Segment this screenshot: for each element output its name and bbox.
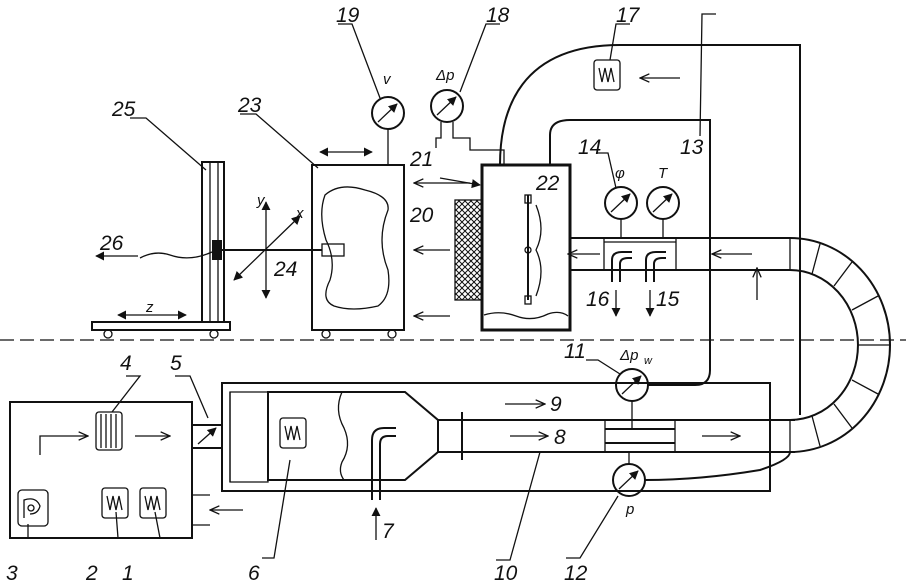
- water-pressure-subscript: w: [644, 355, 653, 367]
- callout-22: 22: [535, 172, 560, 195]
- test-chamber: [414, 163, 572, 332]
- conditioning-unit: [9, 401, 243, 539]
- humidity-symbol: φ: [615, 165, 625, 182]
- water-pressure-gauge: [615, 368, 649, 429]
- cooler-icon: [95, 411, 123, 451]
- velocity-symbol: v: [383, 71, 392, 88]
- fan-icon: [17, 489, 49, 527]
- pressure-symbol: p: [625, 501, 634, 518]
- callout-12: 12: [564, 562, 588, 585]
- stand: [91, 161, 231, 339]
- callout-3: 3: [6, 562, 18, 585]
- callout-20: 20: [409, 204, 434, 227]
- settling-chamber: [221, 382, 771, 540]
- main-duct: [438, 404, 795, 460]
- velocity-gauge: [371, 96, 405, 130]
- callout-13: 13: [680, 136, 704, 159]
- return-bend: [757, 237, 891, 453]
- leader-lines: [27, 13, 716, 561]
- temperature-symbol: T: [658, 165, 669, 182]
- damper-valve: [192, 424, 222, 449]
- callout-24: 24: [273, 258, 297, 281]
- callout-25: 25: [111, 98, 136, 121]
- bypass-pipe-inner: [549, 119, 711, 386]
- axis-z-label: z: [145, 299, 154, 316]
- callout-18: 18: [486, 4, 510, 27]
- upper-duct: [568, 237, 790, 317]
- callout-2: 2: [85, 562, 98, 585]
- heater-icon: [139, 487, 167, 519]
- humidity-gauge: [604, 186, 638, 238]
- heater-icon: [279, 417, 307, 449]
- callout-10: 10: [494, 562, 518, 585]
- pressure-diff-symbol: Δp: [435, 67, 454, 84]
- callout-26: 26: [99, 232, 124, 255]
- heater-icon: [593, 59, 621, 91]
- pressure-gauge: [612, 452, 646, 497]
- pressure-line: [644, 451, 791, 481]
- specimen-cart: [311, 128, 405, 339]
- pressure-diff-gauge: [430, 89, 505, 165]
- callout-19: 19: [336, 4, 360, 27]
- callout-15: 15: [656, 288, 680, 311]
- callout-7: 7: [382, 520, 395, 543]
- callout-17: 17: [616, 4, 641, 27]
- callout-6: 6: [248, 562, 260, 585]
- callout-14: 14: [578, 136, 601, 159]
- callout-5: 5: [170, 352, 182, 375]
- temperature-gauge: [646, 186, 680, 238]
- callout-9: 9: [550, 393, 562, 416]
- axis-x-label: x: [295, 205, 304, 222]
- callout-21: 21: [409, 148, 433, 171]
- callout-23: 23: [237, 94, 262, 117]
- bypass-pipe: [499, 44, 801, 415]
- axis-y-label: y: [256, 192, 266, 209]
- callout-8: 8: [554, 426, 566, 449]
- callout-1: 1: [122, 562, 134, 585]
- water-pressure-symbol: Δp: [619, 347, 638, 364]
- callout-16: 16: [586, 288, 610, 311]
- callout-11: 11: [564, 340, 586, 363]
- callout-4: 4: [120, 352, 132, 375]
- heater-icon: [101, 487, 129, 519]
